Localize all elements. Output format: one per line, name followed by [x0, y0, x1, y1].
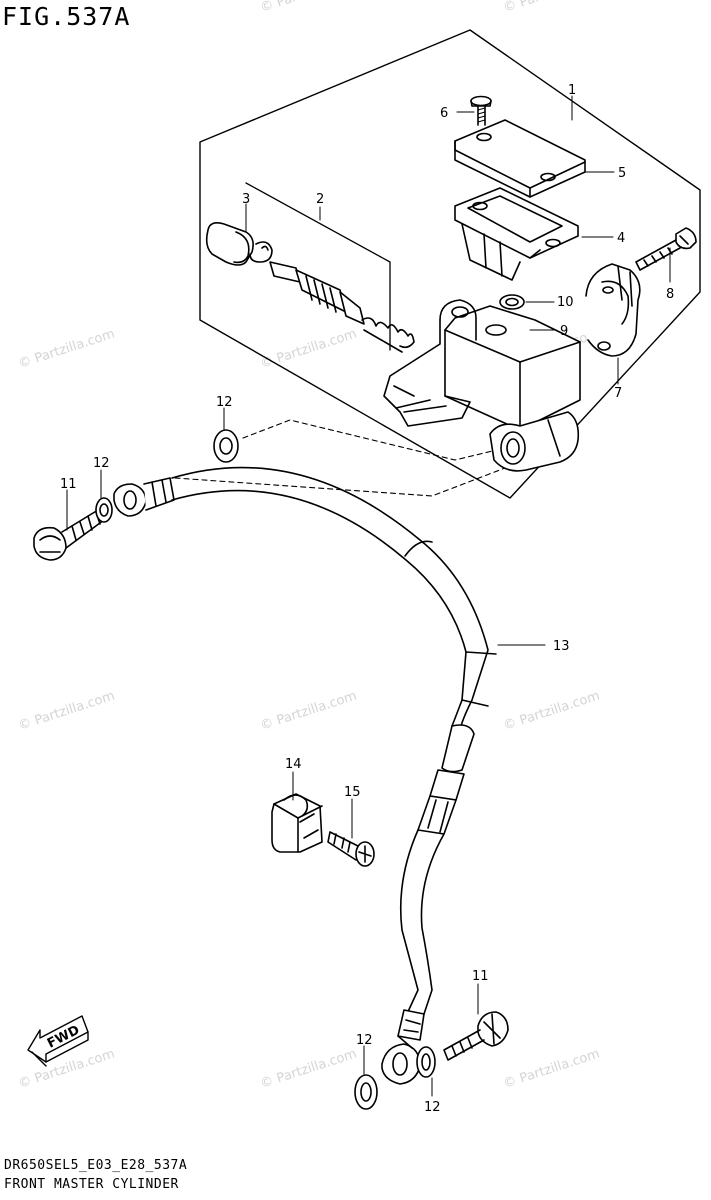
piston-assembly-2 [205, 222, 415, 353]
callout-6: 6 [440, 106, 448, 121]
callout-12-bottom-left: 12 [356, 1033, 373, 1048]
callout-1: 1 [568, 83, 576, 98]
watermark: © Partzilla.com [259, 1047, 359, 1092]
callout-3: 3 [242, 192, 250, 207]
washer-12-left [95, 497, 113, 523]
watermark: © Partzilla.com [17, 689, 117, 734]
cap-10 [499, 294, 525, 310]
callout-8: 8 [666, 287, 674, 302]
watermark: © Partzilla.com [502, 0, 602, 16]
master-cylinder-body [383, 299, 581, 472]
brake-hose-13 [113, 466, 497, 1085]
callout-14: 14 [285, 757, 302, 772]
diaphragm-plate-4 [454, 187, 579, 281]
dashed-guide-bottom [174, 467, 506, 497]
assembly-1-outline [199, 29, 701, 499]
callout-labels: 1 2 3 4 5 6 7 8 9 10 11 11 12 12 12 12 1… [60, 83, 674, 1115]
piston-kit-bracket [245, 182, 391, 351]
watermark: © Partzilla.com [17, 327, 117, 372]
hose-guide-14 [271, 793, 323, 853]
callout-9: 9 [560, 324, 568, 339]
callout-2: 2 [316, 192, 324, 207]
watermark: © Partzilla.com [502, 689, 602, 734]
model-code: DR650SEL5_E03_E28_537A [4, 1158, 188, 1173]
watermark: © Partzilla.com [17, 1047, 117, 1092]
callout-13: 13 [553, 639, 570, 654]
leader-lines [66, 95, 671, 1097]
watermark: © Partzilla.com [259, 689, 359, 734]
screw-6 [470, 95, 492, 126]
watermark: © Partzilla.com [259, 327, 359, 372]
figure-caption: FRONT MASTER CYLINDER [4, 1177, 179, 1192]
callout-12-bottom-right: 12 [424, 1100, 441, 1115]
callout-11-bottom: 11 [472, 969, 489, 984]
callout-7: 7 [614, 386, 622, 401]
banjo-bolt-11-left [33, 497, 113, 561]
bolt-8 [635, 227, 697, 271]
washer-12-bottom-left [354, 1074, 378, 1110]
callout-4: 4 [617, 231, 625, 246]
callout-11-left: 11 [60, 477, 77, 492]
washer-12-bottom-right [416, 1046, 436, 1078]
dashed-guide-top [242, 419, 506, 461]
callout-5: 5 [618, 166, 626, 181]
callout-12-top: 12 [216, 395, 233, 410]
clamp-7 [585, 263, 641, 357]
callout-12-left: 12 [93, 456, 110, 471]
banjo-bolt-11-bottom [443, 1011, 509, 1061]
watermark: © Partzilla.com [259, 0, 359, 16]
callout-10: 10 [557, 295, 574, 310]
reservoir-cap-5 [454, 119, 586, 198]
watermark: © Partzilla.com [502, 1047, 602, 1092]
screw-15 [327, 831, 375, 867]
figure-title: FIG.537A [2, 2, 131, 31]
washer-12-top [213, 429, 239, 463]
callout-15: 15 [344, 785, 361, 800]
